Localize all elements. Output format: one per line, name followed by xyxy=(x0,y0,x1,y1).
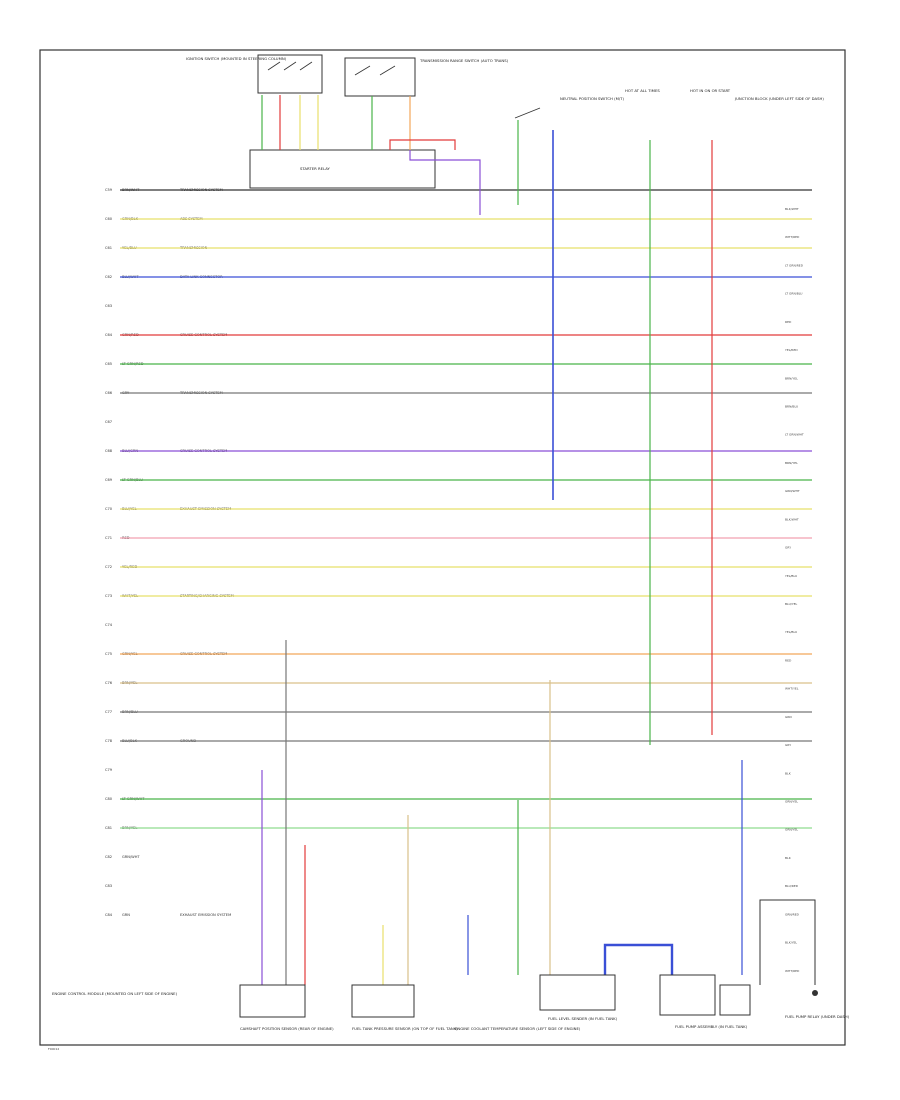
pin-number: C63 xyxy=(105,304,112,308)
right-wire-label: LT GRN/BLU xyxy=(785,292,802,296)
right-wire-label: BRN/BLU xyxy=(785,405,798,409)
pin-number: C60 xyxy=(105,217,113,221)
tank-pressure-box xyxy=(351,984,415,1018)
hot-on-start-label: HOT IN ON OR START xyxy=(690,88,731,93)
right-wire-label: LT GRN/WHT xyxy=(785,433,804,437)
pin-number: C81 xyxy=(105,826,112,830)
wire-black-relay xyxy=(759,899,816,985)
pump-relay-ground xyxy=(812,990,818,996)
right-wire-label: YEL/BLU xyxy=(785,630,797,634)
pin-wire-color: GRN xyxy=(122,913,130,917)
pin-note: EXHAUST EMISSION SYSTEM xyxy=(180,913,231,917)
pin-number: C65 xyxy=(105,362,112,366)
right-wire-label: BLK xyxy=(785,856,792,860)
starter-relay-box xyxy=(249,149,436,189)
range-switch-label: TRANSMISSION RANGE SWITCH (AUTO TRANS) xyxy=(419,58,509,63)
right-wire-label: BLK/WHT xyxy=(785,517,799,521)
pin-number: C80 xyxy=(105,797,113,801)
pin-number: C74 xyxy=(105,623,113,627)
right-wire-label: YEL/RED xyxy=(785,348,798,352)
fuel-level-label: FUEL LEVEL SENDER (IN FUEL TANK) xyxy=(548,1016,618,1021)
pin-number: C76 xyxy=(105,681,113,685)
right-edge-labels: BLK/WHT WHT/RED LT GRN/RED LT GRN/BLU RED YEL… xyxy=(785,207,804,973)
pin-number: C71 xyxy=(105,536,112,540)
right-wire-label: BLU/RED xyxy=(785,884,799,888)
vertical-wires xyxy=(261,95,816,985)
pin-number: C79 xyxy=(105,768,113,772)
hot-all-times-label: HOT AT ALL TIMES xyxy=(625,88,660,93)
pin-number: C69 xyxy=(105,478,113,482)
right-wire-label: YEL/BLU xyxy=(785,574,797,578)
right-wire-label: BRN/YEL xyxy=(785,376,798,380)
top-components: IGNITION SWITCH (MOUNTED IN STEERING COL… xyxy=(186,54,824,189)
pin-number: C62 xyxy=(105,275,112,279)
pump-relay-label: FUEL PUMP RELAY (UNDER DASH) xyxy=(785,1014,850,1019)
wire-violet-cross xyxy=(409,150,481,215)
pin-number: C67 xyxy=(105,420,112,424)
neutral-switch-label: NEUTRAL POSITION SWITCH (M/T) xyxy=(560,96,624,101)
right-wire-label: BLK/WHT xyxy=(785,207,799,211)
right-wire-label: GRN/WHT xyxy=(785,489,800,493)
right-wire-label: GRN xyxy=(785,715,792,719)
right-wire-label: GRY xyxy=(785,546,791,550)
tank-pressure-label: FUEL TANK PRESSURE SENSOR (ON TOP OF FUE… xyxy=(352,1026,458,1031)
right-wire-label: WHT/RED xyxy=(785,235,800,239)
right-wire-label: GRN/RED xyxy=(785,912,800,916)
range-switch-contacts xyxy=(354,65,396,76)
fuse-box-label: JUNCTION BLOCK (UNDER LEFT SIDE OF DASH) xyxy=(734,96,824,101)
starter-relay-label: STARTER RELAY xyxy=(300,166,330,171)
ecm-label: ENGINE CONTROL MODULE (MOUNTED ON LEFT S… xyxy=(52,991,178,996)
pin-wire-color: GRN/WHT xyxy=(122,855,140,859)
fuel-level-box xyxy=(539,974,616,1011)
right-wire-label: BLU/YEL xyxy=(785,602,798,606)
footer-code: F00012 xyxy=(48,1047,59,1051)
cam-sensor-box xyxy=(239,984,306,1018)
cam-sensor-label: CAMSHAFT POSITION SENSOR (REAR OF ENGINE… xyxy=(240,1026,334,1031)
diagram-border xyxy=(39,49,846,1046)
neutral-switch-contact xyxy=(514,107,541,119)
pin-number: C83 xyxy=(105,884,112,888)
ignition-switch-box xyxy=(257,54,323,94)
pin-number: C77 xyxy=(105,710,112,714)
pin-number: C72 xyxy=(105,565,112,569)
wire-red-cross xyxy=(389,139,456,150)
right-wire-label: RED xyxy=(785,320,792,324)
pin-number: C75 xyxy=(105,652,112,656)
horizontal-wires xyxy=(120,189,812,829)
pin-number: C61 xyxy=(105,246,112,250)
pin-number: C78 xyxy=(105,739,113,743)
right-wire-label: WHT/RED xyxy=(785,969,800,973)
fuel-pump-box-inner xyxy=(719,984,751,1016)
pin-number: C64 xyxy=(105,333,113,337)
right-wire-label: LT GRN/RED xyxy=(785,263,804,267)
wire-blue-loop xyxy=(603,943,674,975)
pin-number: C70 xyxy=(105,507,113,511)
ignition-switch-label: IGNITION SWITCH (MOUNTED IN STEERING COL… xyxy=(186,56,287,61)
right-wire-label: BLK xyxy=(785,771,792,775)
right-wire-label: GRN/YEL xyxy=(785,800,798,804)
fuel-pump-label: FUEL PUMP ASSEMBLY (IN FUEL TANK) xyxy=(675,1024,748,1029)
coolant-temp-label: ENGINE COOLANT TEMPERATURE SENSOR (LEFT … xyxy=(455,1026,581,1031)
right-wire-label: WHT/YEL xyxy=(785,687,799,691)
ignition-switch-contacts xyxy=(267,61,313,71)
pin-number: C66 xyxy=(105,391,113,395)
range-switch-box xyxy=(344,57,416,97)
pin-number: C82 xyxy=(105,855,112,859)
fuel-pump-box xyxy=(659,974,716,1016)
right-wire-label: BRN/YEL xyxy=(785,461,798,465)
pin-number: C68 xyxy=(105,449,113,453)
pin-number: C59 xyxy=(105,188,113,192)
right-wire-label: RED xyxy=(785,658,792,662)
right-wire-label: BLK/YEL xyxy=(785,941,797,945)
right-wire-label: GRN/YEL xyxy=(785,828,798,832)
bottom-components: CAMSHAFT POSITION SENSOR (REAR OF ENGINE… xyxy=(239,974,850,1031)
right-wire-label: GRY xyxy=(785,743,791,747)
pin-number: C84 xyxy=(105,913,113,917)
pin-number: C73 xyxy=(105,594,112,598)
ecm-pin-rows: C59BRN/WHTTRANSMISSION SYSTEMC60GRN/BLKA… xyxy=(105,188,234,917)
